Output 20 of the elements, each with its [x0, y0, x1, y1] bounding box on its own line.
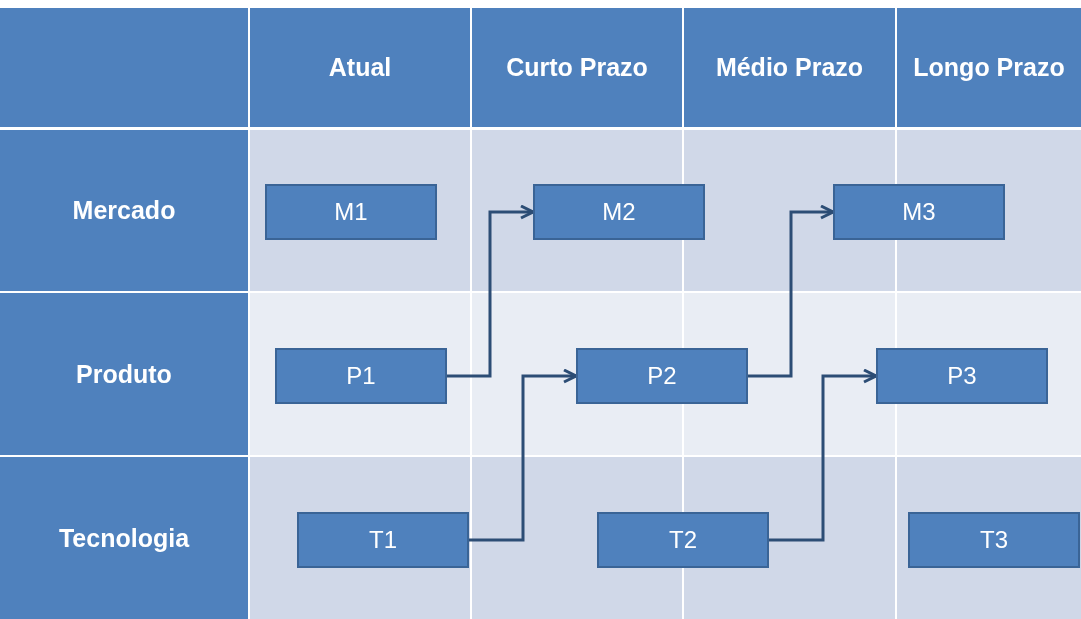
- process-box: M1: [265, 184, 437, 240]
- process-box: T3: [908, 512, 1080, 568]
- process-box: T1: [297, 512, 469, 568]
- process-box: P3: [876, 348, 1048, 404]
- arrow: [447, 204, 535, 378]
- process-box: M2: [533, 184, 705, 240]
- row-header: Tecnologia: [0, 457, 248, 619]
- column-header: Médio Prazo: [684, 8, 895, 127]
- process-box: M3: [833, 184, 1005, 240]
- process-box: T2: [597, 512, 769, 568]
- arrow: [469, 368, 578, 542]
- row-header: Produto: [0, 293, 248, 455]
- column-header: Longo Prazo: [897, 8, 1081, 127]
- arrow: [769, 368, 878, 542]
- process-box: P1: [275, 348, 447, 404]
- process-box: P2: [576, 348, 748, 404]
- row-header: Mercado: [0, 130, 248, 291]
- column-header: Curto Prazo: [472, 8, 682, 127]
- column-header: Atual: [250, 8, 470, 127]
- arrow: [748, 204, 835, 378]
